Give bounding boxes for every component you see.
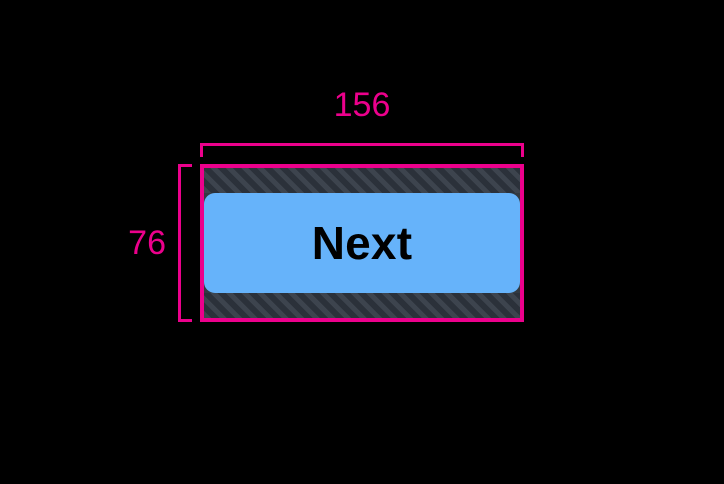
next-button-label: Next [311, 217, 413, 269]
height-dimension-bracket [178, 164, 192, 322]
element-selection-outline [200, 164, 524, 322]
bottom-padding-hatch-band [204, 293, 520, 318]
next-button-widget[interactable]: Next [204, 168, 520, 318]
next-button-face[interactable]: Next [204, 193, 520, 293]
top-padding-hatch-band [204, 168, 520, 193]
height-dimension-label: 76 [128, 224, 166, 262]
width-dimension-bracket [200, 143, 524, 157]
width-dimension-label: 156 [333, 86, 391, 124]
